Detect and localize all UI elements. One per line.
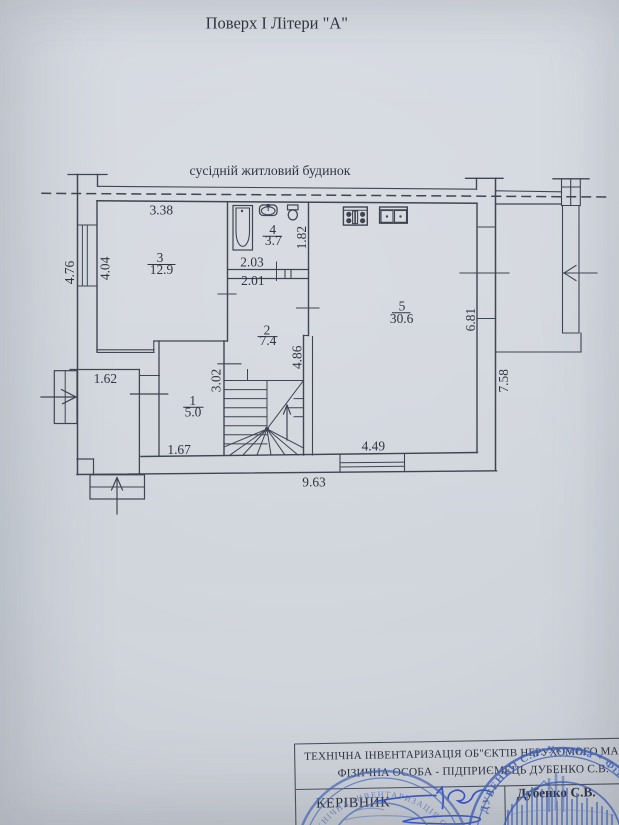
svg-text:1.82: 1.82 [294, 226, 309, 249]
svg-text:4.76: 4.76 [62, 260, 77, 284]
svg-text:сусідній житловий будинок: сусідній житловий будинок [190, 163, 351, 178]
svg-text:Поверх І Літери "А": Поверх І Літери "А" [206, 14, 348, 33]
svg-text:1: 1 [189, 393, 196, 408]
svg-text:30.6: 30.6 [390, 311, 414, 326]
svg-text:12.9: 12.9 [150, 262, 174, 277]
svg-text:КЕРІВНИК: КЕРІВНИК [316, 794, 390, 811]
svg-text:6.81: 6.81 [463, 308, 478, 331]
svg-text:3: 3 [157, 250, 164, 265]
svg-text:5.0: 5.0 [185, 405, 202, 420]
svg-text:3.02: 3.02 [209, 369, 224, 392]
svg-text:ТЕХНІЧНА ІНВЕНТАРИЗАЦІЯ ОБ'ЄКТ: ТЕХНІЧНА ІНВЕНТАРИЗАЦІЯ ОБ'ЄКТІВ НЕРУХОМ… [0, 0, 462, 825]
svg-text:5: 5 [399, 298, 406, 313]
svg-text:1.67: 1.67 [167, 442, 191, 457]
svg-text:ДУБЕНКО СЕРГІЙ ВАСИЛЬОВИЧ: ДУБЕНКО СЕРГІЙ ВАСИЛЬОВИЧ [0, 0, 441, 825]
svg-text:2.01: 2.01 [241, 273, 264, 288]
svg-text:9.63: 9.63 [302, 474, 326, 489]
svg-text:2.03: 2.03 [240, 255, 264, 270]
svg-text:2: 2 [264, 322, 271, 337]
svg-text:4.04: 4.04 [98, 256, 113, 280]
svg-text:ФІЗИЧНА ОСОБА - ПІДПРИЄМЕЦЬ ДУ: ФІЗИЧНА ОСОБА - ПІДПРИЄМЕЦЬ ДУБЕНКО С.В. [337, 763, 609, 780]
svg-text:7.4: 7.4 [260, 333, 277, 348]
svg-text:3.38: 3.38 [150, 203, 174, 218]
svg-text:4: 4 [269, 222, 276, 237]
svg-text:1.62: 1.62 [94, 371, 117, 386]
svg-text:7.58: 7.58 [496, 369, 511, 393]
svg-text:4.86: 4.86 [290, 345, 305, 369]
svg-text:4.49: 4.49 [362, 439, 386, 454]
svg-text:3.7: 3.7 [265, 233, 282, 248]
